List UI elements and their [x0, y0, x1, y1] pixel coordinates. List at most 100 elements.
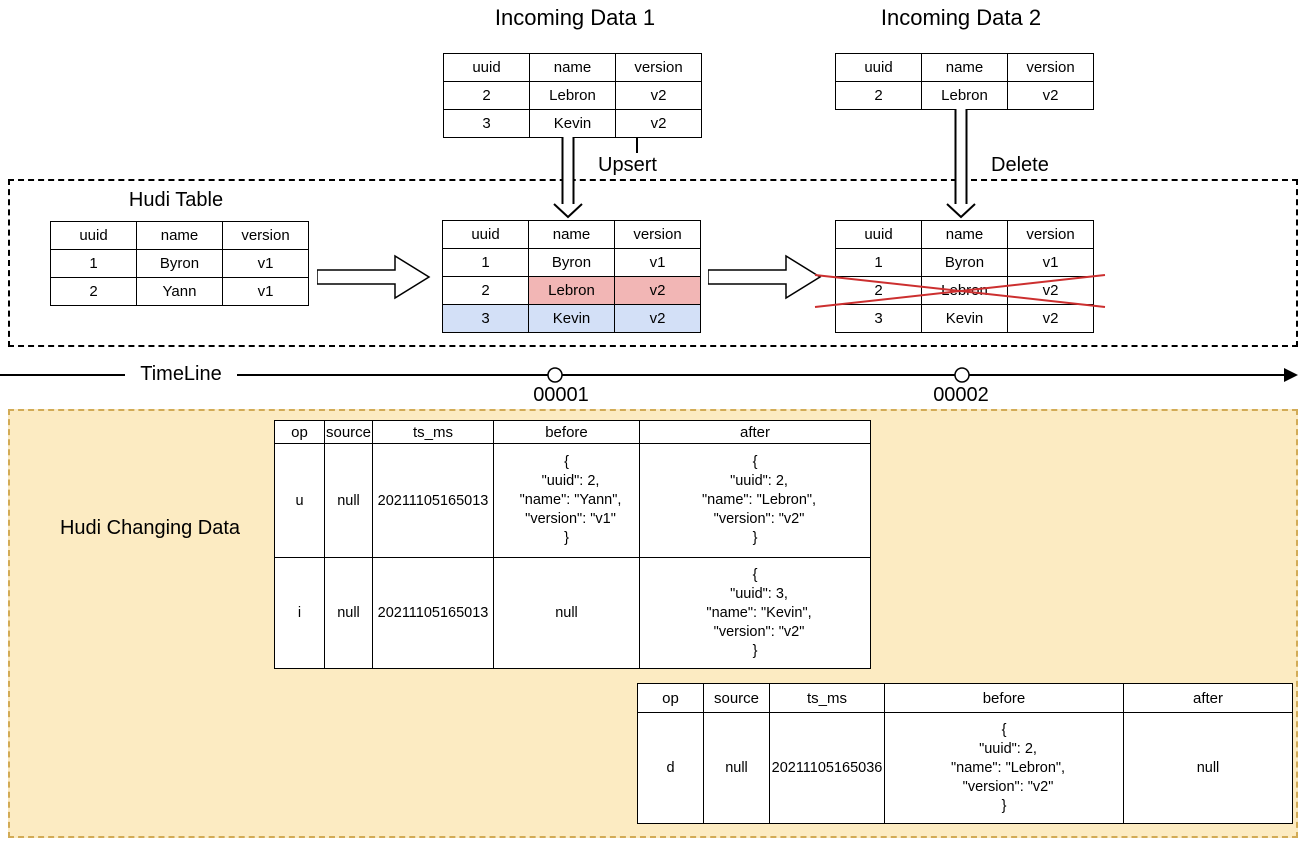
before-cell: { "uuid": 2, "name": "Lebron", "version"…	[884, 712, 1124, 824]
before-cell: null	[493, 557, 640, 669]
column-header: uuid	[835, 220, 922, 249]
op-cell: d	[637, 712, 704, 824]
cell: 3	[443, 109, 530, 138]
ts-cell: 20211105165013	[372, 443, 494, 558]
cell: 1	[835, 248, 922, 277]
updated-cell: v2	[614, 276, 701, 305]
column-header: source	[703, 683, 770, 713]
cell: 1	[50, 249, 137, 278]
cell: v2	[1007, 304, 1094, 333]
timeline-arrowhead-icon	[1284, 368, 1298, 382]
cell: v1	[222, 277, 309, 306]
incoming-data-2-table: uuid name version 2 Lebron v2	[835, 53, 1094, 110]
inserted-cell: 3	[442, 304, 529, 333]
table-row: i null 20211105165013 null { "uuid": 3, …	[274, 557, 871, 669]
column-header: name	[921, 53, 1008, 82]
hudi-initial-table: uuid name version 1 Byron v1 2 Yann v1	[50, 221, 309, 306]
table-header-row: uuid name version	[835, 220, 1094, 249]
column-header: before	[884, 683, 1124, 713]
table-row-inserted: 3 Kevin v2	[442, 304, 701, 333]
delete-label: Delete	[991, 154, 1049, 176]
cell: Yann	[136, 277, 223, 306]
source-cell: null	[324, 557, 373, 669]
column-header: ts_ms	[372, 420, 494, 444]
commit-1-marker	[547, 367, 563, 383]
commit-1-label: 00001	[533, 384, 589, 406]
table-header-row: uuid name version	[443, 53, 702, 82]
table-row-updated: 2 Lebron v2	[442, 276, 701, 305]
column-header: op	[274, 420, 325, 444]
cell: 2	[835, 81, 922, 110]
ts-cell: 20211105165013	[372, 557, 494, 669]
cell: v2	[615, 81, 702, 110]
cell: 2	[50, 277, 137, 306]
column-header: version	[1007, 53, 1094, 82]
timeline-axis	[0, 367, 1298, 383]
op-cell: i	[274, 557, 325, 669]
cell: Kevin	[529, 109, 616, 138]
after-cell: { "uuid": 2, "name": "Lebron", "version"…	[639, 443, 871, 558]
cell: Byron	[528, 248, 615, 277]
table-header-row: uuid name version	[442, 220, 701, 249]
op-cell: u	[274, 443, 325, 558]
column-header: version	[222, 221, 309, 250]
right-arrow-icon	[317, 254, 431, 300]
cell: Byron	[136, 249, 223, 278]
column-header: after	[1123, 683, 1293, 713]
inserted-cell: Kevin	[528, 304, 615, 333]
cell: 2	[443, 81, 530, 110]
column-header: uuid	[835, 53, 922, 82]
table-row: 2 Lebron v2	[443, 81, 702, 110]
cell: Byron	[921, 248, 1008, 277]
table-row: 1 Byron v1	[50, 249, 309, 278]
hudi-table-container	[8, 179, 1298, 347]
hudi-upserted-table: uuid name version 1 Byron v1 2 Lebron v2…	[442, 220, 701, 333]
upsert-leader-line	[636, 137, 638, 153]
cell: v1	[222, 249, 309, 278]
cdc-table-commit-1: op source ts_ms before after u null 2021…	[274, 420, 871, 669]
table-header-row: uuid name version	[835, 53, 1094, 82]
hudi-table-label: Hudi Table	[128, 189, 224, 211]
cell: v2	[615, 109, 702, 138]
commit-2-label: 00002	[933, 384, 989, 406]
ts-cell: 20211105165036	[769, 712, 885, 824]
after-cell: { "uuid": 3, "name": "Kevin", "version":…	[639, 557, 871, 669]
column-header: version	[1007, 220, 1094, 249]
column-header: uuid	[50, 221, 137, 250]
incoming-data-1-table: uuid name version 2 Lebron v2 3 Kevin v2	[443, 53, 702, 138]
incoming-data-1-title: Incoming Data 1	[494, 5, 656, 30]
cell: 1	[442, 248, 529, 277]
before-cell: { "uuid": 2, "name": "Yann", "version": …	[493, 443, 640, 558]
column-header: name	[921, 220, 1008, 249]
hudi-changing-data-label: Hudi Changing Data	[59, 517, 241, 539]
upsert-arrow-icon	[553, 137, 583, 219]
table-row: 2 Yann v1	[50, 277, 309, 306]
table-row: 3 Kevin v2	[835, 304, 1094, 333]
inserted-cell: v2	[614, 304, 701, 333]
table-header-row: op source ts_ms before after	[637, 683, 1293, 713]
cell: v2	[1007, 81, 1094, 110]
right-arrow-icon	[708, 254, 822, 300]
column-header: after	[639, 420, 871, 444]
source-cell: null	[324, 443, 373, 558]
column-header: uuid	[442, 220, 529, 249]
column-header: version	[614, 220, 701, 249]
updated-cell: Lebron	[528, 276, 615, 305]
hudi-deleted-table: uuid name version 1 Byron v1 2 Lebron v2…	[835, 220, 1094, 333]
after-cell: null	[1123, 712, 1293, 824]
column-header: name	[528, 220, 615, 249]
table-header-row: uuid name version	[50, 221, 309, 250]
column-header: op	[637, 683, 704, 713]
source-cell: null	[703, 712, 770, 824]
table-row: d null 20211105165036 { "uuid": 2, "name…	[637, 712, 1293, 824]
table-row: 1 Byron v1	[442, 248, 701, 277]
column-header: uuid	[443, 53, 530, 82]
delete-arrow-icon	[946, 109, 976, 219]
column-header: before	[493, 420, 640, 444]
cell: v1	[614, 248, 701, 277]
column-header: version	[615, 53, 702, 82]
table-row: 3 Kevin v2	[443, 109, 702, 138]
cell: 2	[442, 276, 529, 305]
table-row: u null 20211105165013 { "uuid": 2, "name…	[274, 443, 871, 558]
